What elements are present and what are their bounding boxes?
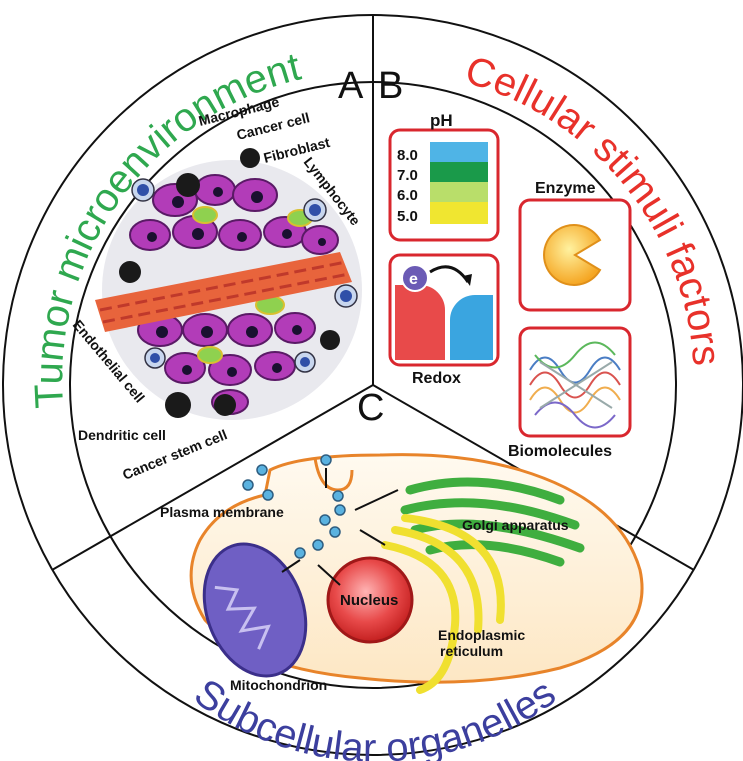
- dendritic-cell-label: Dendritic cell: [78, 427, 166, 443]
- endoplasmic-reticulum: [381, 514, 505, 694]
- ph-label-5: 5.0: [397, 208, 418, 225]
- enzyme-panel: Enzyme: [518, 180, 632, 312]
- cancer-cells: [129, 174, 339, 415]
- biomolecules-label: Biomolecules: [508, 443, 612, 460]
- mitochondrion: [202, 542, 308, 678]
- nucleus-label: Nucleus: [340, 592, 398, 609]
- golgi-apparatus-label: Golgi apparatus: [462, 517, 569, 533]
- electron-label: e: [409, 271, 418, 288]
- cell-nuclei: [147, 187, 326, 377]
- cell-illustration: [189, 453, 644, 694]
- redox-panel: e Redox: [388, 253, 500, 387]
- redox-label: Redox: [412, 370, 461, 387]
- ph-swatch-8: [430, 142, 488, 162]
- biomolecules-panel: Biomolecules: [508, 326, 632, 460]
- er-label-line2: reticulum: [440, 643, 503, 659]
- ph-swatch-6: [430, 182, 488, 202]
- ph-label-6: 6.0: [397, 187, 418, 204]
- electron-icon: [401, 264, 429, 292]
- transport-arrows: [281, 468, 399, 586]
- lymphocytes: [131, 178, 358, 373]
- ph-swatch-7: [430, 162, 488, 182]
- ph-swatch-5: [430, 202, 488, 224]
- nanoparticles: [242, 454, 346, 559]
- er-label-line1: Endoplasmic: [438, 627, 525, 643]
- mitochondrion-label: Mitochondrion: [230, 677, 327, 693]
- redox-blue-half: [450, 295, 493, 360]
- blood-vessel: [95, 252, 352, 332]
- fibroblast-label: Fibroblast: [262, 134, 332, 166]
- section-letter-b: B: [378, 65, 403, 107]
- section-letter-c: C: [357, 387, 384, 429]
- nucleus: [326, 556, 414, 644]
- redox-red-half: [395, 285, 445, 360]
- plasma-membrane-label: Plasma membrane: [160, 504, 284, 520]
- outer-ring: [2, 14, 743, 756]
- tumor-illustration: [95, 148, 362, 420]
- pacman-enzyme-icon: [543, 224, 602, 286]
- ph-label-8: 8.0: [397, 147, 418, 164]
- macrophages: [119, 148, 340, 418]
- fibroblasts: [192, 206, 313, 364]
- ph-label-7: 7.0: [397, 167, 418, 184]
- enzyme-label: Enzyme: [535, 180, 596, 197]
- protein-structure-icon: [529, 341, 621, 429]
- ph-title: pH: [430, 111, 453, 130]
- ph-panel: pH 8.0 7.0 6.0 5.0: [388, 111, 500, 242]
- section-letter-a: A: [338, 65, 364, 107]
